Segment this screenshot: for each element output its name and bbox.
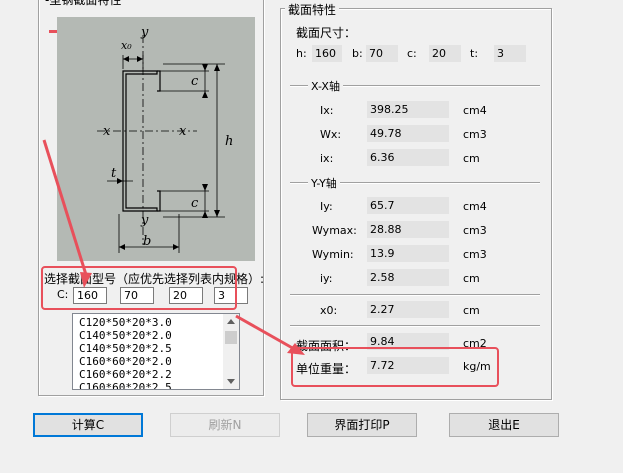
wymax-unit: cm3 [463,224,487,237]
dim-c-value: 20 [429,45,461,62]
ry-label: iy: [320,272,333,285]
annotation-stroke [49,30,57,33]
dim-input-c[interactable]: 20 [169,287,203,304]
x0-label: x0: [320,304,338,317]
x0-unit: cm [463,304,480,317]
ry-unit: cm [463,272,480,285]
dim-b-label: b: [352,47,363,60]
wymin-value: 13.9 [367,245,449,262]
wymin-label: Wymin: [312,248,354,261]
refresh-button[interactable]: 刷新N [170,413,280,437]
wymax-value: 28.88 [367,221,449,238]
dim-h-label: h: [296,47,307,60]
right-group-title: 截面特性 [285,1,340,18]
dim-input-h[interactable]: 160 [73,287,107,304]
list-item[interactable]: C160*60*20*2.2 [79,368,172,381]
scroll-thumb[interactable] [225,331,237,344]
rx-value: 6.36 [367,149,449,166]
dim-b-value: 70 [366,45,398,62]
c-prefix-label: C: [57,288,69,301]
dim-t-value: 3 [494,45,526,62]
dim-c-label: c: [407,47,417,60]
list-item[interactable]: C120*50*20*3.0 [79,316,172,329]
ry-value: 2.58 [367,269,449,286]
x0-separator-bottom [290,325,540,327]
xx-axis-title: X-X轴 [308,78,343,94]
iy-unit: cm4 [463,200,487,213]
area-unit: cm2 [463,337,487,350]
weight-unit: kg/m [463,360,491,373]
wymin-unit: cm3 [463,248,487,261]
diagram-label-c-top: c [191,74,199,89]
right-group [280,8,552,400]
ix-unit: cm4 [463,104,487,117]
wx-label: Wx: [320,128,342,141]
diagram-label-x0: x₀ [121,39,132,52]
ix-label: Ix: [320,104,334,117]
dims-label: 截面尺寸： [296,26,357,40]
x0-value: 2.27 [367,301,449,318]
yy-axis-title: Y-Y轴 [308,175,340,191]
yy-separator [290,182,540,184]
section-diagram: y x₀ c x x h t c y b [57,17,255,261]
section-listbox[interactable]: C120*50*20*3.0 C140*50*20*2.0 C140*50*20… [72,313,240,390]
diagram-label-h: h [225,134,233,149]
wymax-label: Wymax: [312,224,357,237]
c-section-drawing: y x₀ c x x h t c y b [97,25,233,253]
list-item[interactable]: C140*50*20*2.0 [79,329,172,342]
list-item[interactable]: C160*60*20*2.0 [79,355,172,368]
diagram-label-y-bottom: y [140,213,149,228]
dim-t-label: t: [470,47,479,60]
exit-button[interactable]: 退出E [449,413,559,437]
calculate-button[interactable]: 计算C [33,413,143,437]
x0-separator-top [290,294,540,296]
select-section-label: 选择截面型号（应优先选择列表内规格）: [44,272,265,286]
annotation-input-box [41,266,237,310]
wx-value: 49.78 [367,125,449,142]
area-value: 9.84 [367,333,449,350]
annotation-weight-box [291,347,499,387]
weight-label: 单位重量： [296,362,357,376]
ix-value: 398.25 [367,101,449,118]
diagram-label-y-top: y [140,25,149,40]
rx-unit: cm [463,152,480,165]
scroll-up-icon[interactable] [227,319,235,324]
left-group [38,0,264,396]
diagram-label-c-bottom: c [191,196,199,211]
xx-separator [290,85,540,87]
list-item[interactable]: C160*60*20*2.5 [79,381,172,390]
print-screen-button[interactable]: 界面打印P [307,413,417,437]
dim-h-value: 160 [312,45,342,62]
iy-label: Iy: [320,200,333,213]
dim-input-t[interactable]: 3 [214,287,248,304]
rx-label: ix: [320,152,334,165]
diagram-label-x-left: x [103,124,111,139]
area-label: 截面面积： [296,339,357,353]
list-item[interactable]: C140*50*20*2.5 [79,342,172,355]
scroll-down-icon[interactable] [227,379,235,384]
weight-value: 7.72 [367,357,449,374]
diagram-label-t: t [111,166,117,181]
dim-input-b[interactable]: 70 [120,287,154,304]
wx-unit: cm3 [463,128,487,141]
listbox-scrollbar[interactable] [223,314,239,389]
left-group-title: -型钢截面特性 [42,0,125,8]
iy-value: 65.7 [367,197,449,214]
diagram-label-b: b [143,234,151,249]
diagram-label-x-right: x [179,124,187,139]
